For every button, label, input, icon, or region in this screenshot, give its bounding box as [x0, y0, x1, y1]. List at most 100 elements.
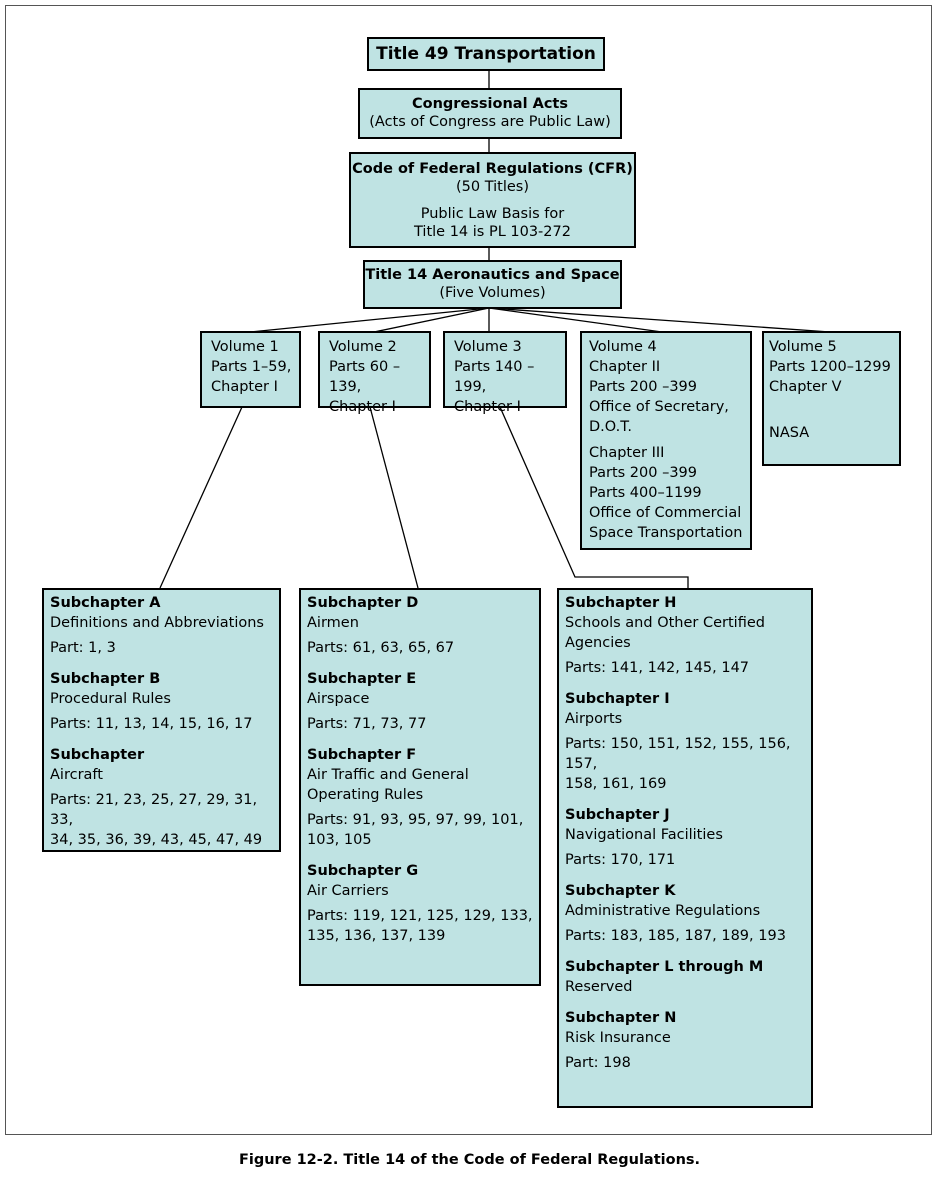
subchapters-volume-1-box: Subchapter A Definitions and Abbreviatio… — [42, 588, 281, 852]
subchapter-name: Subchapter L through M — [565, 959, 764, 975]
subchapter-parts: 103, 105 — [307, 832, 372, 848]
volume-2-box: Volume 2 Parts 60 –139, Chapter I — [318, 331, 431, 415]
cfr-line2: Title 14 is PL 103-272 — [414, 224, 571, 240]
volume-5-line: Parts 1200–1299 — [769, 359, 891, 375]
connector-title14-vol2 — [373, 307, 490, 333]
volume-1-line: Chapter I — [211, 379, 278, 395]
subchapter-desc: Airmen — [307, 615, 359, 631]
volume-4-box: Volume 4 Chapter II Parts 200 –399 Offic… — [580, 331, 752, 550]
title49-label: Title 49 Transportation — [376, 44, 596, 64]
volume-4-line: Office of Secretary, — [589, 399, 729, 415]
volume-3-line: Chapter I — [454, 399, 521, 415]
subchapter-parts: Part: 1, 3 — [50, 640, 116, 656]
subchapter-parts: Parts: 150, 151, 152, 155, 156, 157, — [565, 736, 791, 772]
subchapter-block: Subchapter I Airports Parts: 150, 151, 1… — [565, 689, 805, 794]
volume-4-line: Chapter II — [589, 359, 661, 375]
volume-4-line: D.O.T. — [589, 419, 632, 435]
subchapter-block: Subchapter A Definitions and Abbreviatio… — [50, 593, 273, 658]
subchapter-name: Subchapter — [50, 747, 145, 763]
figure-frame — [5, 5, 932, 1135]
volume-3-box: Volume 3 Parts 140 –199, Chapter I — [443, 331, 567, 415]
volume-4-line: Space Transportation — [589, 525, 743, 541]
subchapter-name: Subchapter I — [565, 691, 670, 707]
subchapter-parts: Parts: 170, 171 — [565, 852, 676, 868]
cfr-line1: Public Law Basis for — [420, 206, 565, 222]
subchapter-parts: Parts: 183, 185, 187, 189, 193 — [565, 928, 786, 944]
subchapter-name: Subchapter N — [565, 1010, 677, 1026]
subchapter-name: Subchapter F — [307, 747, 417, 763]
subchapter-desc: Airspace — [307, 691, 370, 707]
subchapter-parts: Parts: 91, 93, 95, 97, 99, 101, — [307, 812, 524, 828]
subchapter-desc: Navigational Facilities — [565, 827, 723, 843]
subchapter-name: Subchapter D — [307, 595, 419, 611]
volume-5-box: Volume 5 Parts 1200–1299 Chapter V NASA — [762, 331, 901, 466]
volume-4-line: Chapter III — [589, 445, 665, 461]
connector-vol3-subH — [499, 406, 689, 588]
subchapter-name: Subchapter A — [50, 595, 161, 611]
volume-4-line: Volume 4 — [589, 339, 657, 355]
connector-title14-vol1 — [249, 307, 490, 333]
subchapter-parts: 135, 136, 137, 139 — [307, 928, 446, 944]
subchapter-block: Subchapter E Airspace Parts: 71, 73, 77 — [307, 669, 533, 734]
subchapter-desc: Definitions and Abbreviations — [50, 615, 264, 631]
subchapter-name: Subchapter H — [565, 595, 677, 611]
volume-4-line: Office of Commercial — [589, 505, 742, 521]
subchapter-name: Subchapter E — [307, 671, 417, 687]
subchapter-block: Subchapter G Air Carriers Parts: 119, 12… — [307, 861, 533, 946]
cfr-title: Code of Federal Regulations (CFR) — [352, 161, 633, 177]
volume-5-line: Volume 5 — [769, 339, 837, 355]
congressional-acts-subtitle: (Acts of Congress are Public Law) — [369, 114, 611, 130]
title14-title: Title 14 Aeronautics and Space — [365, 267, 620, 283]
subchapter-name: Subchapter G — [307, 863, 419, 879]
connector-title14-vol5 — [488, 307, 831, 333]
subchapter-parts: Parts: 71, 73, 77 — [307, 716, 427, 732]
subchapter-desc: Risk Insurance — [565, 1030, 671, 1046]
subchapter-name: Subchapter J — [565, 807, 670, 823]
subchapter-parts: 158, 161, 169 — [565, 776, 667, 792]
subchapter-desc: Operating Rules — [307, 787, 424, 803]
cfr-subtitle: (50 Titles) — [455, 179, 529, 195]
cfr-box: Code of Federal Regulations (CFR) (50 Ti… — [349, 152, 636, 248]
title14-box: Title 14 Aeronautics and Space (Five Vol… — [363, 260, 622, 309]
subchapter-desc: Reserved — [565, 979, 633, 995]
connector-vol2-subD — [369, 406, 419, 589]
subchapter-block: Subchapter K Administrative Regulations … — [565, 881, 805, 946]
volume-4-line: Parts 200 –399 — [589, 379, 697, 395]
subchapter-block: Subchapter L through M Reserved — [565, 957, 805, 997]
volume-3-line: Volume 3 — [454, 339, 522, 355]
subchapter-desc: Airports — [565, 711, 623, 727]
subchapter-parts: Parts: 119, 121, 125, 129, 133, — [307, 908, 533, 924]
subchapters-volume-2-box: Subchapter D Airmen Parts: 61, 63, 65, 6… — [299, 588, 541, 986]
subchapter-block: Subchapter N Risk Insurance Part: 198 — [565, 1008, 805, 1073]
title14-subtitle: (Five Volumes) — [439, 285, 546, 301]
volume-4-line: Parts 200 –399 — [589, 465, 697, 481]
subchapters-volume-3-box: Subchapter H Schools and Other Certified… — [557, 588, 813, 1108]
subchapter-parts: Part: 198 — [565, 1055, 631, 1071]
volume-5-line: Chapter V — [769, 379, 842, 395]
title49-box: Title 49 Transportation — [367, 37, 605, 71]
subchapter-desc: Aircraft — [50, 767, 103, 783]
subchapter-desc: Agencies — [565, 635, 631, 651]
subchapter-parts: Parts: 141, 142, 145, 147 — [565, 660, 750, 676]
subchapter-parts: 34, 35, 36, 39, 43, 45, 47, 49 — [50, 832, 263, 848]
subchapter-name: Subchapter B — [50, 671, 161, 687]
subchapter-block: Subchapter D Airmen Parts: 61, 63, 65, 6… — [307, 593, 533, 658]
subchapter-block: Subchapter Aircraft Parts: 21, 23, 25, 2… — [50, 745, 273, 850]
volume-2-line: Volume 2 — [329, 339, 397, 355]
congressional-acts-title: Congressional Acts — [412, 96, 568, 112]
congressional-acts-box: Congressional Acts (Acts of Congress are… — [358, 88, 622, 139]
subchapter-desc: Administrative Regulations — [565, 903, 761, 919]
subchapter-parts: Parts: 21, 23, 25, 27, 29, 31, 33, — [50, 792, 258, 828]
figure-caption: Figure 12-2. Title 14 of the Code of Fed… — [238, 1152, 701, 1168]
subchapter-block: Subchapter H Schools and Other Certified… — [565, 593, 805, 678]
connector-vol1-subA — [159, 406, 243, 589]
subchapter-block: Subchapter F Air Traffic and General Ope… — [307, 745, 533, 850]
volume-1-box: Volume 1 Parts 1–59, Chapter I — [200, 331, 301, 408]
volume-5-line: NASA — [769, 425, 810, 441]
volume-1-line: Volume 1 — [211, 339, 279, 355]
subchapter-desc: Air Traffic and General — [307, 767, 469, 783]
subchapter-block: Subchapter B Procedural Rules Parts: 11,… — [50, 669, 273, 734]
subchapter-parts: Parts: 61, 63, 65, 67 — [307, 640, 455, 656]
connector-title14-vol4 — [488, 307, 663, 333]
volume-1-line: Parts 1–59, — [211, 359, 292, 375]
